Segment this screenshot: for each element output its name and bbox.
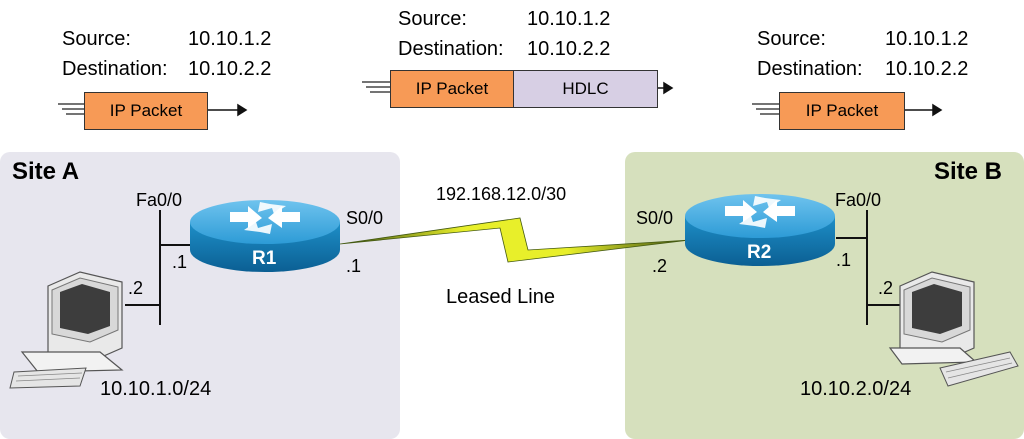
left-source-label: Source: xyxy=(62,28,131,50)
site-a-lan-segment xyxy=(125,210,190,325)
right-ip-packet: IP Packet xyxy=(779,92,905,130)
computer-icon-site-a xyxy=(9,271,124,389)
middle-dest-label: Destination: xyxy=(398,38,504,60)
router-r1-label: R1 xyxy=(252,248,277,269)
left-packet-arrow-icon xyxy=(208,103,248,117)
computer-icon-site-b xyxy=(888,271,1019,387)
right-source-value: 10.10.1.2 xyxy=(885,28,969,50)
left-ip-packet: IP Packet xyxy=(84,92,208,130)
middle-dest-value: 10.10.2.2 xyxy=(527,38,611,60)
site-a-fa00-label: Fa0/0 xyxy=(136,190,183,210)
site-b-s00-label: S0/0 xyxy=(636,208,674,228)
middle-packet-motion-lines xyxy=(362,81,390,93)
leased-line-label: Leased Line xyxy=(446,286,555,308)
router-r2-label: R2 xyxy=(747,242,772,263)
site-b-wan-addr: .2 xyxy=(652,256,668,276)
site-a-network: 10.10.1.0/24 xyxy=(100,378,212,400)
right-dest-label: Destination: xyxy=(757,58,863,80)
site-b-lan-segment xyxy=(836,210,905,325)
wan-subnet-label: 192.168.12.0/30 xyxy=(436,184,567,204)
router-icon-r1 xyxy=(190,200,340,272)
middle-hdlc-trailer: HDLC xyxy=(513,70,658,108)
left-packet-motion-lines xyxy=(58,103,84,115)
right-packet-arrow-icon xyxy=(905,103,943,117)
site-a-wan-addr: .1 xyxy=(346,256,362,276)
middle-source-label: Source: xyxy=(398,8,467,30)
site-a-host-addr: .2 xyxy=(128,278,144,298)
router-icon-r2 xyxy=(685,194,835,266)
site-a-router-lan-addr: .1 xyxy=(172,252,188,272)
middle-source-value: 10.10.1.2 xyxy=(527,8,611,30)
site-b-fa00-label: Fa0/0 xyxy=(835,190,882,210)
middle-packet-arrow-icon xyxy=(658,81,674,95)
site-b-title: Site B xyxy=(934,158,1003,185)
middle-ip-packet: IP Packet xyxy=(390,70,514,108)
site-a-s00-label: S0/0 xyxy=(346,208,384,228)
right-source-label: Source: xyxy=(757,28,826,50)
site-a-title: Site A xyxy=(12,158,80,185)
left-dest-label: Destination: xyxy=(62,58,168,80)
site-b-router-lan-addr: .1 xyxy=(836,250,852,270)
site-b-host-addr: .2 xyxy=(878,278,894,298)
left-source-value: 10.10.1.2 xyxy=(188,28,272,50)
site-b-network: 10.10.2.0/24 xyxy=(800,378,912,400)
right-packet-motion-lines xyxy=(752,103,779,115)
right-dest-value: 10.10.2.2 xyxy=(885,58,969,80)
left-dest-value: 10.10.2.2 xyxy=(188,58,272,80)
